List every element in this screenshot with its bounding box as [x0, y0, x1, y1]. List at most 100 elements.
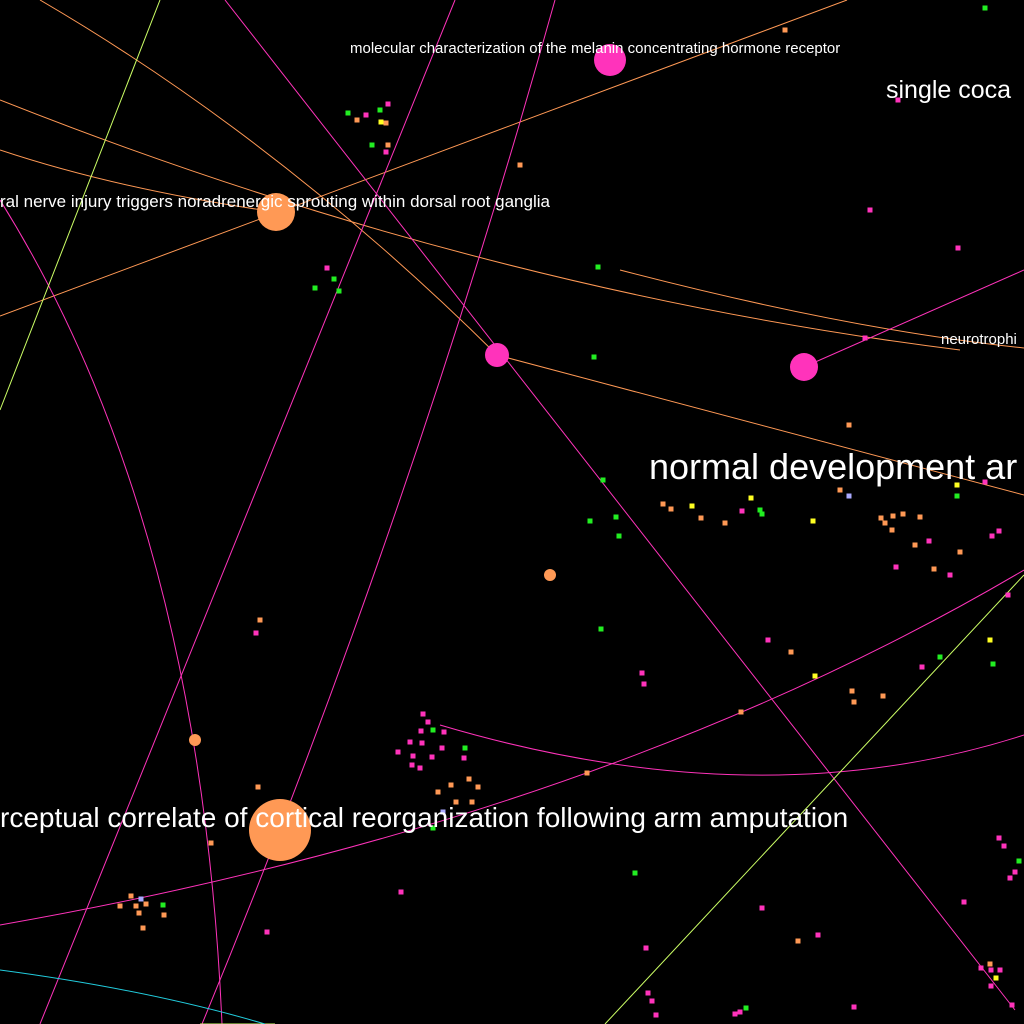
small-node[interactable]: [363, 112, 369, 118]
small-node[interactable]: [880, 693, 886, 699]
small-node[interactable]: [616, 533, 622, 539]
small-node[interactable]: [1009, 1002, 1015, 1008]
small-node[interactable]: [385, 101, 391, 107]
small-node[interactable]: [849, 688, 855, 694]
small-node[interactable]: [208, 840, 214, 846]
node-nerve-injury[interactable]: [257, 193, 295, 231]
small-node[interactable]: [738, 709, 744, 715]
small-node[interactable]: [893, 564, 899, 570]
small-node[interactable]: [354, 117, 360, 123]
small-node[interactable]: [937, 654, 943, 660]
small-node[interactable]: [737, 1009, 743, 1015]
small-node[interactable]: [475, 784, 481, 790]
small-node[interactable]: [878, 515, 884, 521]
small-node[interactable]: [867, 207, 873, 213]
small-node[interactable]: [649, 998, 655, 1004]
small-node[interactable]: [795, 938, 801, 944]
small-node[interactable]: [161, 912, 167, 918]
small-node[interactable]: [430, 727, 436, 733]
small-node[interactable]: [441, 729, 447, 735]
small-node[interactable]: [369, 142, 375, 148]
small-node[interactable]: [982, 479, 988, 485]
node-melanin[interactable]: [594, 44, 626, 76]
small-node[interactable]: [837, 487, 843, 493]
small-node[interactable]: [978, 965, 984, 971]
small-node[interactable]: [587, 518, 593, 524]
small-node[interactable]: [453, 799, 459, 805]
small-node[interactable]: [140, 925, 146, 931]
node-neurotrophin[interactable]: [790, 353, 818, 381]
small-node[interactable]: [117, 903, 123, 909]
small-node[interactable]: [469, 799, 475, 805]
small-node[interactable]: [1012, 869, 1018, 875]
small-node[interactable]: [336, 288, 342, 294]
small-node[interactable]: [732, 1011, 738, 1017]
small-node[interactable]: [420, 711, 426, 717]
small-node[interactable]: [440, 809, 446, 815]
small-node[interactable]: [851, 699, 857, 705]
small-node[interactable]: [982, 5, 988, 11]
small-node[interactable]: [788, 649, 794, 655]
small-node[interactable]: [698, 515, 704, 521]
small-node[interactable]: [1001, 843, 1007, 849]
small-node[interactable]: [759, 905, 765, 911]
small-node[interactable]: [926, 538, 932, 544]
small-node[interactable]: [257, 617, 263, 623]
small-node[interactable]: [429, 754, 435, 760]
small-node[interactable]: [409, 762, 415, 768]
small-node[interactable]: [947, 572, 953, 578]
small-node[interactable]: [253, 630, 259, 636]
small-node[interactable]: [643, 945, 649, 951]
small-node[interactable]: [987, 637, 993, 643]
node-orange-small[interactable]: [544, 569, 556, 581]
small-node[interactable]: [890, 513, 896, 519]
small-node[interactable]: [331, 276, 337, 282]
small-node[interactable]: [668, 506, 674, 512]
small-node[interactable]: [846, 493, 852, 499]
small-node[interactable]: [988, 983, 994, 989]
small-node[interactable]: [722, 520, 728, 526]
small-node[interactable]: [645, 990, 651, 996]
small-node[interactable]: [639, 670, 645, 676]
small-node[interactable]: [448, 782, 454, 788]
small-node[interactable]: [815, 932, 821, 938]
small-node[interactable]: [988, 967, 994, 973]
small-node[interactable]: [739, 508, 745, 514]
small-node[interactable]: [425, 719, 431, 725]
small-node[interactable]: [462, 745, 468, 751]
small-node[interactable]: [595, 264, 601, 270]
small-node[interactable]: [377, 107, 383, 113]
small-node[interactable]: [955, 245, 961, 251]
small-node[interactable]: [398, 889, 404, 895]
small-node[interactable]: [997, 967, 1003, 973]
small-node[interactable]: [989, 533, 995, 539]
small-node[interactable]: [990, 661, 996, 667]
small-node[interactable]: [743, 1005, 749, 1011]
small-node[interactable]: [810, 518, 816, 524]
small-node[interactable]: [919, 664, 925, 670]
small-node[interactable]: [383, 120, 389, 126]
small-node[interactable]: [418, 728, 424, 734]
small-node[interactable]: [1016, 858, 1022, 864]
small-node[interactable]: [748, 495, 754, 501]
small-node[interactable]: [312, 285, 318, 291]
small-node[interactable]: [255, 784, 261, 790]
small-node[interactable]: [345, 110, 351, 116]
small-node[interactable]: [917, 514, 923, 520]
small-node[interactable]: [128, 893, 134, 899]
small-node[interactable]: [660, 501, 666, 507]
small-node[interactable]: [993, 975, 999, 981]
small-node[interactable]: [395, 749, 401, 755]
small-node[interactable]: [419, 740, 425, 746]
small-node[interactable]: [383, 149, 389, 155]
small-node[interactable]: [584, 770, 590, 776]
small-node[interactable]: [641, 681, 647, 687]
small-node[interactable]: [782, 27, 788, 33]
node-pink-center[interactable]: [485, 343, 509, 367]
node-orange-left[interactable]: [189, 734, 201, 746]
small-node[interactable]: [591, 354, 597, 360]
small-node[interactable]: [439, 745, 445, 751]
small-node[interactable]: [851, 1004, 857, 1010]
